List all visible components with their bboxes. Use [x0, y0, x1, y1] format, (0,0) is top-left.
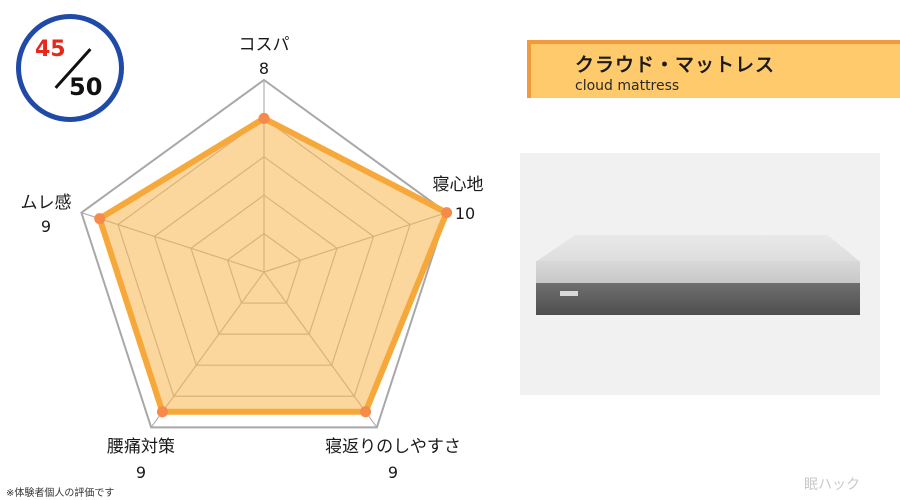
data-point-1 [441, 207, 453, 219]
axis-label-backpain: 腰痛対策 [107, 437, 175, 457]
axis-label-comfort: 寝心地 [433, 174, 484, 195]
data-point-2 [360, 406, 372, 418]
product-image [520, 153, 880, 395]
mattress-base-layer [536, 283, 860, 315]
radar-series-area [96, 115, 450, 415]
total-score-badge: 45 50 [16, 14, 124, 122]
score-value: 45 [35, 37, 66, 62]
axis-value-cospa: 8 [259, 59, 269, 78]
mattress-label-tag [560, 291, 578, 296]
data-point-4 [94, 213, 106, 225]
data-point-3 [156, 406, 168, 418]
radar-chart: コスパ 8 寝心地 10 寝返りのしやすさ 9 腰痛対策 9 ムレ感 9 [21, 35, 484, 482]
score-max: 50 [69, 73, 103, 101]
axis-label-turnover: 寝返りのしやすさ [325, 436, 461, 457]
mattress-top-rim [536, 261, 860, 283]
product-name-en: cloud mattress [575, 78, 680, 94]
radar-points [94, 112, 453, 418]
site-watermark: 眠ハック [804, 477, 860, 493]
axis-value-turnover: 9 [388, 463, 398, 482]
axis-value-humidity: 9 [41, 217, 51, 236]
product-title-banner: クラウド・マットレス cloud mattress [527, 40, 900, 98]
axis-value-comfort: 10 [455, 204, 475, 223]
disclaimer-note: ※体験者個人の評価です [6, 488, 115, 499]
axis-label-humidity: ムレ感 [21, 193, 72, 213]
axis-value-backpain: 9 [136, 463, 146, 482]
data-point-0 [258, 112, 270, 124]
axis-label-cospa: コスパ [239, 35, 290, 55]
product-name-jp: クラウド・マットレス [575, 54, 776, 76]
